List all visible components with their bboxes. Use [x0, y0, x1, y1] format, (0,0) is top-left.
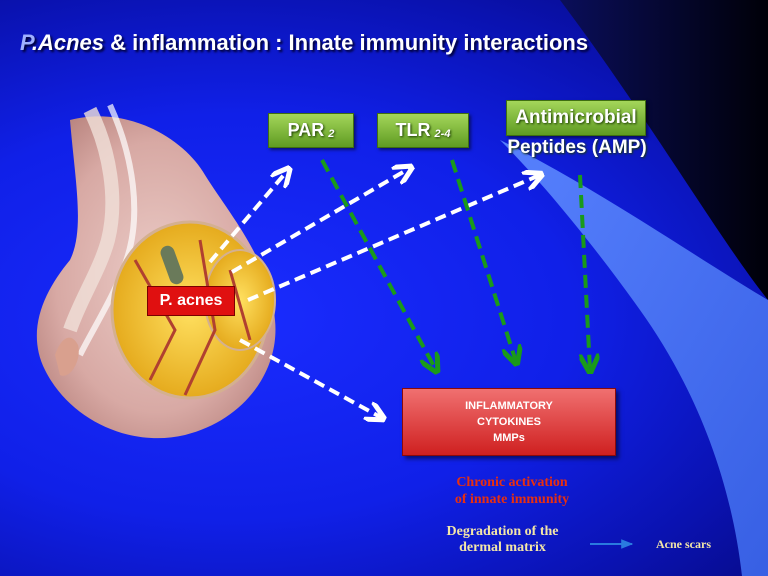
white-arrow-cytokines: [239, 338, 382, 418]
amp-line1: Antimicrobial: [515, 107, 637, 128]
degradation-line2: dermal matrix: [459, 540, 546, 555]
amp-line2: Peptides (AMP): [507, 137, 647, 158]
title-acnes: .Acnes: [31, 30, 104, 55]
chronic-line2: of innate immunity: [454, 492, 570, 507]
par-subscript: 2: [328, 127, 335, 140]
follicle-illustration: [36, 103, 276, 439]
cytokines-line2: CYTOKINES: [477, 416, 541, 428]
tlr-subscript: 2-4: [434, 127, 451, 140]
green-arrow-tlr: [450, 159, 516, 362]
chronic-activation-text: Chronic activation of innate immunity: [432, 474, 592, 508]
slide-title: P.Acnes & inflammation : Innate immunity…: [20, 30, 740, 56]
white-arrow-tlr: [230, 168, 410, 274]
inflammatory-cytokines-box: INFLAMMATORY CYTOKINES MMPs: [402, 388, 616, 456]
title-prefix: P: [20, 30, 32, 55]
cytokines-line3: MMPs: [493, 432, 525, 444]
par-label: PAR: [287, 120, 325, 140]
tlr-label: TLR: [395, 120, 431, 140]
dark-corner-shape: [560, 0, 768, 300]
title-rest: & inflammation : Innate immunity interac…: [104, 30, 589, 55]
acne-scars-text: Acne scars: [656, 537, 711, 551]
degradation-text: Degradation of the dermal matrix: [430, 524, 575, 556]
cytokines-line1: INFLAMMATORY: [465, 400, 553, 412]
white-arrow-amp: [247, 175, 540, 302]
amp-box: Antimicrobial Peptides (AMP): [506, 100, 647, 158]
chronic-line1: Chronic activation: [456, 475, 568, 490]
p-acnes-label: P. acnes: [147, 286, 235, 316]
light-blue-sweep: [500, 140, 768, 576]
white-arrow-par: [208, 170, 288, 264]
degradation-line1: Degradation of the: [446, 524, 559, 539]
green-arrow-amp: [578, 174, 590, 370]
green-arrow-par: [320, 159, 436, 370]
